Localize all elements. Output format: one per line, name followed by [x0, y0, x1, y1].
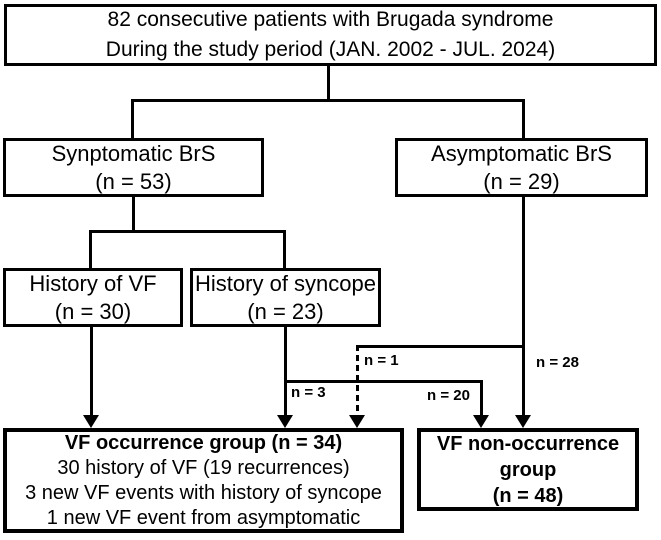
- branch-syncope-n20-vertical: [480, 380, 483, 418]
- vf-occurrence-line3: 3 new VF events with history of syncope: [25, 481, 382, 504]
- total-patients-line2: During the study period (JAN. 2002 - JUL…: [105, 38, 556, 61]
- box-symptomatic-brs: Synptomatic BrS (n = 53): [3, 138, 264, 197]
- box-asymptomatic-brs: Asymptomatic BrS (n = 29): [395, 138, 648, 197]
- box-history-syncope: History of syncope (n = 23): [190, 268, 381, 327]
- branch-syncope-n20-horizontal: [284, 380, 483, 383]
- arrow-syncope-stem: [284, 327, 287, 418]
- arrowhead-n28: [515, 415, 531, 428]
- history-syncope-line1: History of syncope: [195, 270, 376, 296]
- edge-label-n20: n = 20: [427, 387, 470, 404]
- edge-label-n1: n = 1: [364, 352, 399, 369]
- connector-to-history-vf: [89, 230, 92, 269]
- box-history-vf: History of VF (n = 30): [3, 268, 183, 327]
- vf-occurrence-line4: 1 new VF event from asymptomatic: [46, 506, 361, 529]
- vf-occurrence-line2: 30 history of VF (19 recurrences): [57, 456, 350, 479]
- connector-level2-crossbar: [131, 99, 525, 102]
- vf-non-occurrence-line1: VF non-occurrence: [436, 432, 620, 455]
- branch-n1-horizontal: [356, 345, 525, 348]
- symptomatic-line2: (n = 53): [95, 168, 172, 194]
- arrowhead-n20: [473, 415, 489, 428]
- edge-label-n28: n = 28: [536, 354, 579, 371]
- box-vf-occurrence-group: VF occurrence group (n = 34) 30 history …: [3, 428, 404, 533]
- box-vf-non-occurrence-group: VF non-occurrence group (n = 48): [417, 428, 639, 511]
- history-syncope-line2: (n = 23): [247, 298, 324, 324]
- branch-n1-dashed-vertical: [356, 345, 359, 417]
- vf-non-occurrence-line2: group: [499, 458, 557, 481]
- connector-to-asymptomatic: [522, 99, 525, 139]
- connector-to-symptomatic: [131, 99, 134, 139]
- symptomatic-line1: Synptomatic BrS: [51, 140, 216, 166]
- arrowhead-n1: [349, 415, 365, 428]
- history-vf-line2: (n = 30): [54, 298, 132, 324]
- arrow-asymptomatic-stem: [522, 195, 525, 418]
- connector-symptomatic-stem: [132, 195, 135, 233]
- history-vf-line1: History of VF: [29, 270, 157, 296]
- box-total-patients: 82 consecutive patients with Brugada syn…: [4, 4, 657, 66]
- vf-non-occurrence-line3: (n = 48): [492, 484, 564, 507]
- arrowhead-history-vf: [83, 415, 99, 428]
- vf-occurrence-title: VF occurrence group (n = 34): [64, 431, 343, 454]
- asymptomatic-line2: (n = 29): [483, 168, 560, 194]
- connector-to-history-syncope: [283, 230, 286, 269]
- arrowhead-syncope-n3: [277, 415, 293, 428]
- edge-label-n3: n = 3: [291, 384, 326, 401]
- asymptomatic-line1: Asymptomatic BrS: [431, 140, 612, 166]
- connector-level3-crossbar: [89, 230, 286, 233]
- arrow-history-vf-stem: [90, 327, 93, 418]
- total-patients-line1: 82 consecutive patients with Brugada syn…: [107, 8, 554, 31]
- connector-total-stem: [327, 64, 330, 101]
